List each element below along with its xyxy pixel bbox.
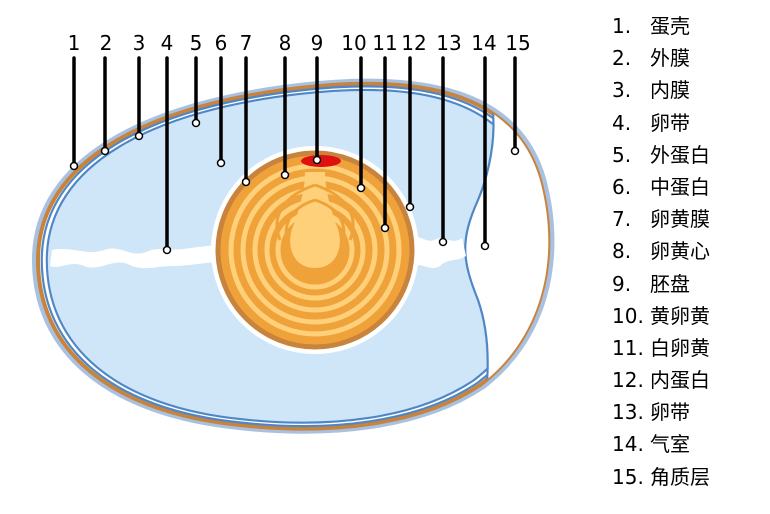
leader-dot-3 bbox=[134, 131, 144, 141]
legend: 1.蛋壳 2.外膜 3.内膜 4.卵带 5.外蛋白 6.中蛋白 7.卵黄膜 8.… bbox=[612, 10, 770, 493]
leader-dot-1 bbox=[69, 161, 79, 171]
chalaza-left bbox=[50, 244, 225, 269]
leader-dot-12 bbox=[405, 202, 415, 212]
leader-dot-4 bbox=[162, 245, 172, 255]
callout-1: 1 bbox=[68, 31, 81, 55]
egg-anatomy-diagram: 1 2 3 4 5 6 7 8 9 10 11 12 13 14 15 bbox=[31, 31, 555, 434]
legend-item-9: 9.胚盘 bbox=[612, 271, 690, 296]
leader-dot-11 bbox=[380, 223, 390, 233]
leader-dot-8 bbox=[280, 170, 290, 180]
callout-5: 5 bbox=[190, 31, 203, 55]
legend-item-2: 2.外膜 bbox=[612, 46, 690, 71]
callout-9: 9 bbox=[311, 31, 324, 55]
legend-item-8: 8.卵黄心 bbox=[612, 239, 710, 264]
legend-item-13: 13.卵带 bbox=[612, 400, 690, 425]
legend-item-15: 15.角质层 bbox=[612, 464, 710, 489]
leader-dot-5 bbox=[191, 118, 201, 128]
callout-12: 12 bbox=[401, 31, 426, 55]
legend-item-12: 12.内蛋白 bbox=[612, 368, 710, 393]
callout-3: 3 bbox=[133, 31, 146, 55]
callout-2: 2 bbox=[100, 31, 113, 55]
callout-6: 6 bbox=[215, 31, 228, 55]
legend-item-5: 5.外蛋白 bbox=[612, 142, 710, 167]
callout-10: 10 bbox=[341, 31, 366, 55]
leader-dot-9 bbox=[312, 155, 322, 165]
legend-item-11: 11.白卵黄 bbox=[612, 335, 710, 360]
leader-dot-14 bbox=[480, 241, 490, 251]
legend-item-1: 1.蛋壳 bbox=[612, 14, 690, 38]
leader-dot-2 bbox=[100, 146, 110, 156]
leader-dot-13 bbox=[438, 237, 448, 247]
callout-13: 13 bbox=[436, 31, 461, 55]
legend-item-14: 14.气室 bbox=[612, 432, 690, 457]
callout-numbers: 1 2 3 4 5 6 7 8 9 10 11 12 13 14 15 bbox=[68, 31, 531, 55]
legend-item-7: 7.卵黄膜 bbox=[612, 207, 710, 232]
yolk bbox=[211, 146, 419, 354]
chalaza-right bbox=[405, 236, 466, 268]
leader-dot-7 bbox=[241, 177, 251, 187]
legend-item-3: 3.内膜 bbox=[612, 78, 690, 103]
latebra bbox=[290, 172, 340, 268]
leader-dot-6 bbox=[216, 158, 226, 168]
legend-item-4: 4.卵带 bbox=[612, 110, 690, 135]
legend-item-6: 6.中蛋白 bbox=[612, 174, 710, 199]
callout-8: 8 bbox=[279, 31, 292, 55]
callout-4: 4 bbox=[161, 31, 174, 55]
callout-14: 14 bbox=[471, 31, 496, 55]
callout-15: 15 bbox=[505, 31, 530, 55]
leader-lines bbox=[72, 56, 517, 252]
leader-dots bbox=[69, 118, 520, 255]
legend-item-10: 10.黄卵黄 bbox=[612, 303, 710, 328]
leader-dot-10 bbox=[356, 183, 366, 193]
leader-dot-15 bbox=[510, 146, 520, 156]
callout-11: 11 bbox=[372, 31, 397, 55]
callout-7: 7 bbox=[240, 31, 253, 55]
